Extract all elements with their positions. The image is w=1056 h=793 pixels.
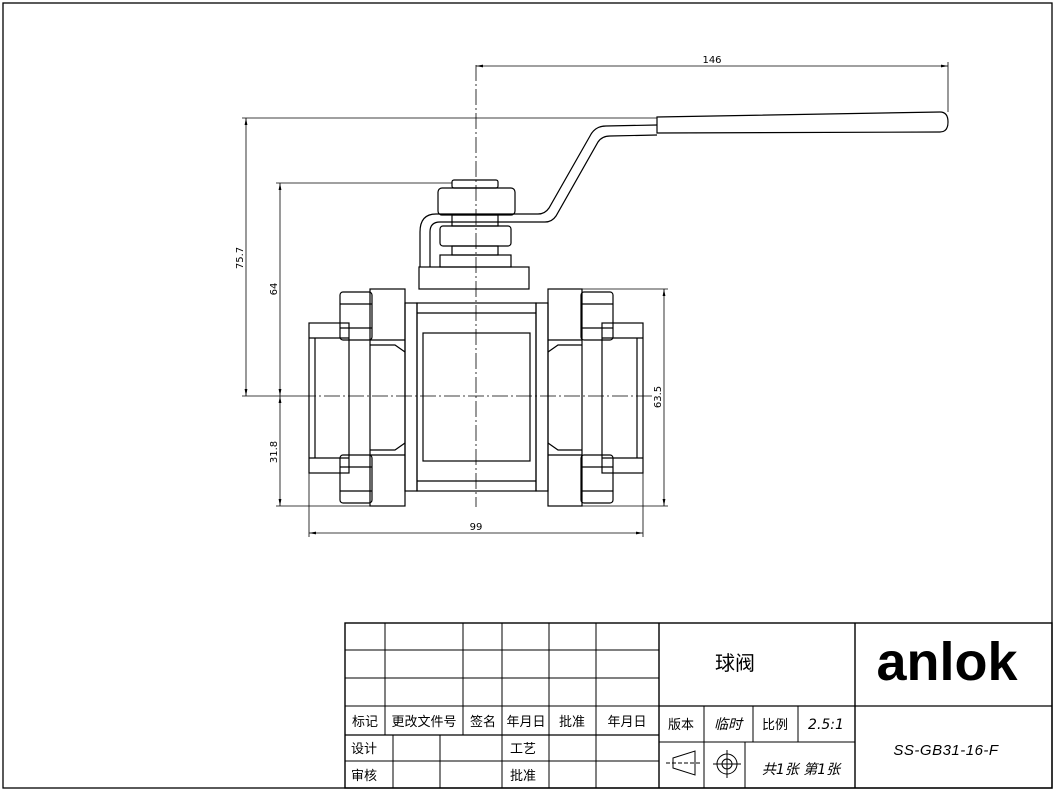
label-process: 工艺 [510,742,536,757]
dim-146: 146 [702,55,721,66]
dim-99: 99 [470,522,483,533]
label-approve: 批准 [559,715,585,730]
dimension-labels: 146 75.7 64 31.8 63.5 99 [235,55,722,533]
label-date-2: 年月日 [607,715,646,730]
value-version: 临时 [714,717,744,733]
right-flange [535,288,583,507]
label-date: 年月日 [506,715,545,730]
value-scale: 2.5:1 [808,717,844,733]
part-name: 球阀 [715,651,755,675]
right-end-connector [601,322,644,474]
sheet-count: 共1张 第1张 [762,762,842,778]
dim-64: 64 [269,283,280,296]
dim-63-5: 63.5 [653,386,664,408]
left-flange [369,288,418,507]
label-approve-2: 批准 [510,769,536,784]
label-scale: 比例 [762,718,788,733]
valve-body [416,302,537,492]
handle-lever [419,111,949,267]
label-design: 设计 [351,742,377,757]
dimensions [242,62,949,537]
left-bolt-nuts [339,291,373,504]
projection-symbol-icon [666,750,741,778]
right-bolt-nuts [580,291,614,504]
title-block [344,622,1053,789]
dim-31-8: 31.8 [269,441,280,463]
label-version: 版本 [668,718,694,733]
label-change-doc: 更改文件号 [391,715,456,730]
valve-drawing [300,65,949,507]
drawing-number: SS-GB31-16-F [893,742,999,759]
label-sign: 签名 [470,714,496,730]
label-review: 审核 [351,769,377,784]
company-logo: anlok [876,632,1018,692]
title-block-text: 球阀 anlok SS-GB31-16-F 标记 更改文件号 签名 年月日 批准… [351,632,1018,784]
valve-stem [418,179,530,290]
label-mark: 标记 [352,715,378,730]
left-end-connector [308,322,350,474]
dim-75-7: 75.7 [235,247,246,269]
center-lines [300,65,655,507]
